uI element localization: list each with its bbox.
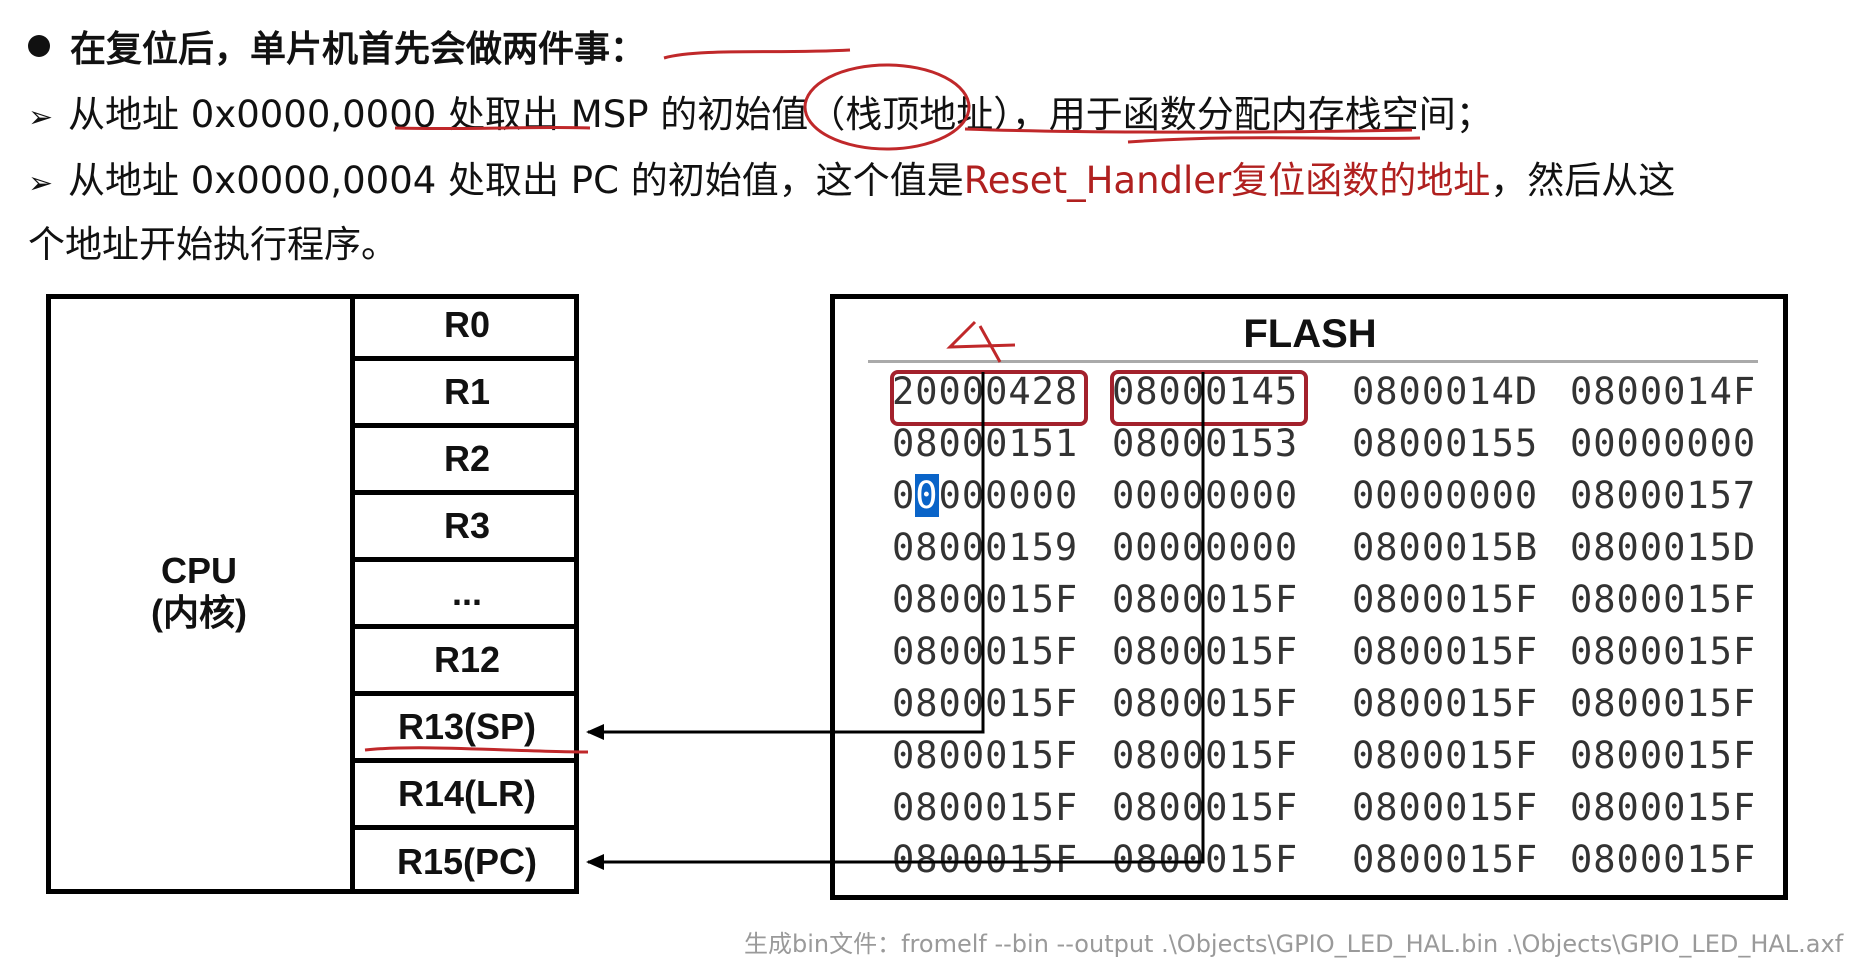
flash-cell: 0800015F: [1570, 786, 1757, 829]
arrow-bullet-icon: ➢: [28, 166, 54, 201]
heading-line: 在复位后，单片机首先会做两件事：: [28, 20, 646, 72]
register-r15-pc: R15(PC): [396, 841, 538, 882]
flash-cell: 0800015F: [1112, 838, 1299, 881]
flash-cell: 0800015F: [1570, 682, 1757, 725]
flash-cell: 08000153: [1112, 422, 1299, 465]
line2-text-b: 栈顶地址: [845, 93, 994, 136]
flash-cell: 08000151: [892, 422, 1079, 465]
flash-header-rule: [868, 360, 1758, 363]
flash-cell: 08000159: [892, 526, 1079, 569]
flash-cell: 0800015F: [1352, 630, 1539, 673]
register-ellipsis: ...: [355, 562, 579, 629]
flash-cell: 0800015F: [1112, 682, 1299, 725]
msp-value-highlight-box: [890, 370, 1088, 426]
pc-value-highlight-box: [1110, 370, 1308, 426]
register-r0: R0: [355, 294, 579, 361]
flash-cell: 0800015F: [1570, 630, 1757, 673]
register-r14-lr: R14(LR): [355, 763, 579, 830]
flash-cell: 0800015F: [892, 786, 1079, 829]
flash-cell: 0800015F: [1112, 786, 1299, 829]
heading-text: 在复位后，单片机首先会做两件事：: [70, 29, 647, 70]
line3-text-c: ，然后从这: [1490, 159, 1676, 202]
flash-cell: 0800015F: [1352, 838, 1539, 881]
flash-cell: 00000000: [892, 474, 1079, 517]
flash-cell: 0800015F: [892, 682, 1079, 725]
continuation-line: 个地址开始执行程序。: [28, 223, 398, 266]
flash-cell: 0800015F: [892, 734, 1079, 777]
flash-cell: 0800015F: [892, 630, 1079, 673]
flash-cell: 0800015F: [1570, 838, 1757, 881]
flash-cell: 08000157: [1570, 474, 1757, 517]
cpu-label: CPU (内核): [46, 550, 352, 634]
flash-cell: 0800015B: [1352, 526, 1539, 569]
line3-text-highlight: Reset_Handler复位函数的地址: [963, 159, 1491, 202]
bullet-icon: [28, 35, 50, 57]
heading-underline-stroke: [663, 48, 851, 60]
flash-cell: 0800015F: [1570, 734, 1757, 777]
bullet-line-pc: ➢ 从地址 0x0000,0004 处取出 PC 的初始值，这个值是Reset_H…: [28, 150, 1675, 204]
flash-cell: 00000000: [1112, 526, 1299, 569]
flash-cell: 08000155: [1352, 422, 1539, 465]
register-r13-sp: R13(SP): [355, 696, 579, 763]
register-r1: R1: [355, 361, 579, 428]
arrow-bullet-icon: ➢: [28, 100, 54, 135]
flash-cell: 0800015F: [1352, 578, 1539, 621]
flash-cell: 0800014D: [1352, 370, 1539, 413]
flash-cell: 00000000: [1112, 474, 1299, 517]
flash-cell: 0800015F: [1112, 734, 1299, 777]
cpu-label-line2: (内核): [151, 592, 247, 633]
register-r3: R3: [355, 495, 579, 562]
cpu-label-line1: CPU: [160, 550, 237, 591]
flash-cell: 0800015F: [1112, 630, 1299, 673]
flash-cell: 0800015F: [1352, 682, 1539, 725]
footer-note: 生成bin文件：fromelf --bin --output .\Objects…: [744, 930, 1844, 958]
msp-arrow-head: [586, 724, 604, 740]
register-r12: R12: [355, 629, 579, 696]
line2-text-c: ），用于函数分配内存栈空间；: [993, 93, 1493, 136]
flash-cell: 0800014F: [1570, 370, 1757, 413]
bullet-line-msp: ➢ 从地址 0x0000,0000 处取出 MSP 的初始值（栈顶地址），用于函数…: [28, 84, 1493, 138]
flash-cell: 0800015F: [1352, 734, 1539, 777]
flash-cell: 00000000: [1352, 474, 1539, 517]
offset-four-annotation: 4: [1020, 318, 1021, 319]
pc-arrow-head: [586, 854, 604, 870]
flash-cell: 00000000: [1570, 422, 1757, 465]
flash-cell: 0800015F: [1352, 786, 1539, 829]
flash-cell: 0800015F: [1570, 578, 1757, 621]
flash-cell: 0800015F: [892, 578, 1079, 621]
flash-title: FLASH: [1243, 312, 1377, 356]
handler-underline-stroke: [1127, 136, 1421, 144]
flash-cell: 0800015D: [1570, 526, 1757, 569]
line3-text-a: 从地址 0x0000,0004 处取出 PC 的初始值，这个值是: [68, 159, 964, 202]
cpu-box: [46, 294, 579, 894]
flash-cell: 0800015F: [1112, 578, 1299, 621]
text-cursor: 0: [915, 474, 939, 517]
line2-text-a: 从地址 0x0000,0000 处取出 MSP 的初始值（: [68, 93, 846, 136]
register-r2: R2: [355, 428, 579, 495]
flash-cell: 0800015F: [892, 838, 1079, 881]
